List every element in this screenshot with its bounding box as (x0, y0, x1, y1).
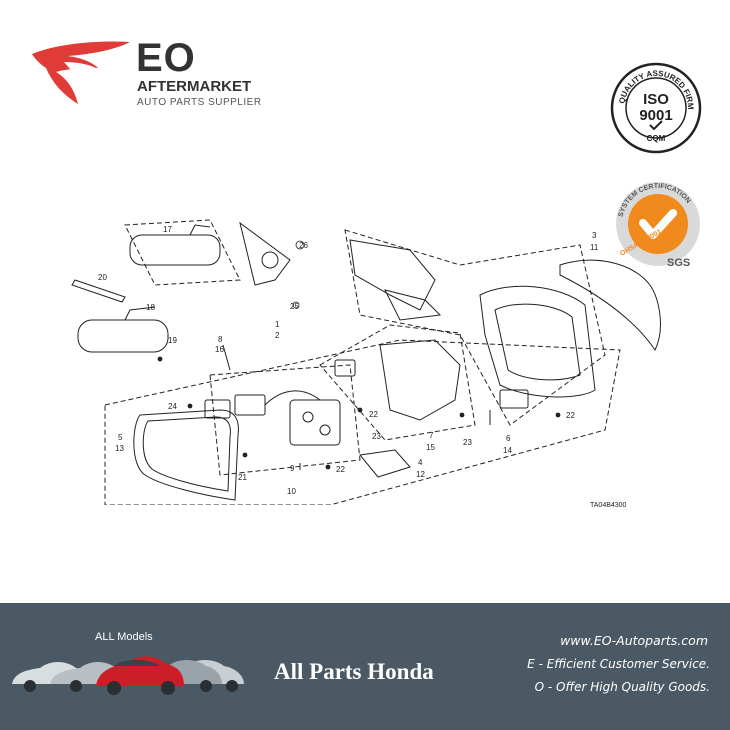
callout-label: 22 (566, 411, 575, 420)
brand-tagline: AFTERMARKET (137, 78, 252, 95)
callout-label: 23 (463, 438, 472, 447)
callout-label: 21 (238, 473, 247, 482)
callout-label: 26 (299, 241, 308, 250)
callout-label: 7 (429, 431, 434, 440)
callout-label: 16 (215, 345, 224, 354)
brand-subtitle: AUTO PARTS SUPPLIER (137, 97, 262, 108)
callout-label: 13 (115, 444, 124, 453)
content-area: EO AFTERMARKET AUTO PARTS SUPPLIER QUALI… (32, 36, 702, 509)
callout-label: 2 (275, 331, 280, 340)
callout-label: 11 (590, 243, 599, 252)
callout-label: 24 (168, 402, 177, 411)
mirror-parts-diagram: 17 20 18 19 8 16 5 13 24 21 9 10 22 23 7… (71, 219, 661, 505)
callout-label: 22 (336, 465, 345, 474)
callout-label: 10 (287, 487, 296, 496)
website-link[interactable]: www.EO-Autoparts.com (560, 633, 708, 648)
callout-label: 23 (372, 432, 381, 441)
sgs-ohsas-seal-icon: SYSTEM CERTIFICATION OHSAS 18001 SGS (616, 182, 700, 269)
callout-label: 9 (290, 464, 295, 473)
callout-label: 8 (218, 335, 223, 344)
callout-label: 17 (163, 225, 172, 234)
callout-label: 25 (290, 302, 299, 311)
diagram-code: TA04B4300 (590, 502, 627, 509)
car-lineup-image-icon (12, 656, 244, 695)
callout-label: 6 (506, 434, 511, 443)
all-models-label[interactable]: ALL Models (95, 631, 153, 643)
footer-title: All Parts Honda (274, 659, 434, 684)
callout-label: 4 (418, 458, 423, 467)
slogan-line-1: E - Efficient Customer Service. (527, 657, 710, 671)
callout-label: 12 (416, 470, 425, 479)
brand-logo-icon (32, 41, 130, 104)
callout-label: 22 (369, 410, 378, 419)
callout-label: 15 (426, 443, 435, 452)
callout-label: 20 (98, 273, 107, 282)
callout-label: 14 (503, 446, 512, 455)
callout-label: 1 (275, 320, 280, 329)
iso-9001-seal-icon: QUALITY ASSURED FIRM ISO 9001 CQM (610, 62, 702, 154)
iso-sub: CQM (647, 134, 666, 143)
sgs-mark: SGS (667, 257, 690, 269)
brand-name: EO (136, 36, 196, 80)
callout-label: 5 (118, 433, 123, 442)
callout-label: 18 (146, 303, 155, 312)
callout-label: 3 (592, 231, 597, 240)
slogan-line-2: O - Offer High Quality Goods. (534, 680, 710, 694)
iso-label: ISO (643, 91, 669, 108)
callout-label: 19 (168, 336, 177, 345)
iso-number: 9001 (639, 107, 672, 124)
